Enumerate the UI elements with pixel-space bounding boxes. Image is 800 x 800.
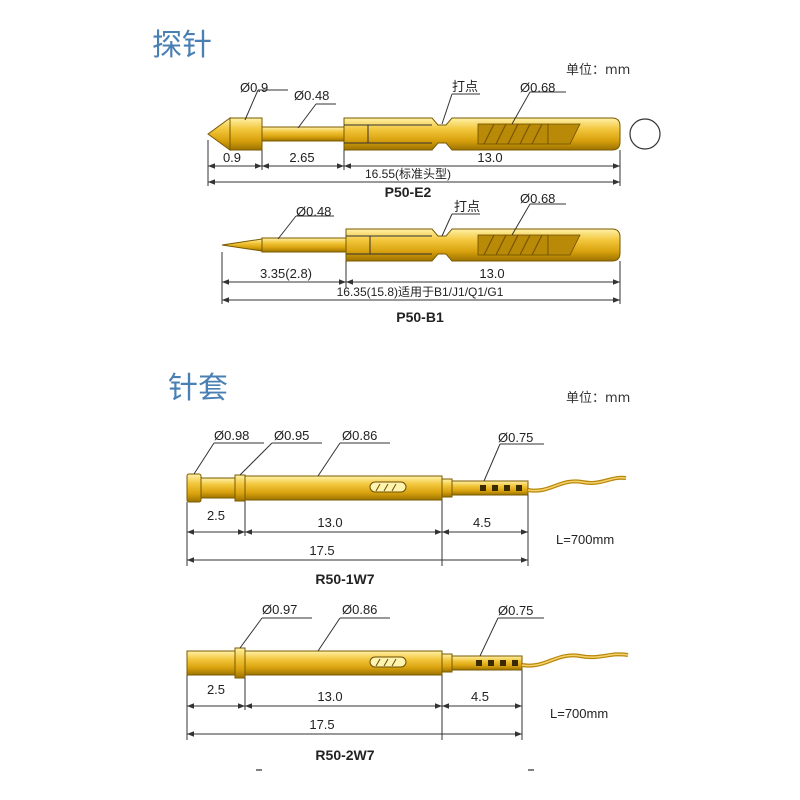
part-r501w7 xyxy=(186,473,627,503)
r501w7-dimensions: 2.5 13.0 4.5 17.5 L=700mm R50-1W7 xyxy=(186,495,614,587)
r501w7-wire-length: L=700mm xyxy=(556,532,614,547)
r501w7-name: R50-1W7 xyxy=(315,571,374,587)
r502w7-wire-length: L=700mm xyxy=(550,706,608,721)
r502w7-dia-3: Ø0.75 xyxy=(498,603,533,618)
p50e2-dim-total: 16.55(标准头型) xyxy=(365,167,451,181)
p50e2-mark: 打点 xyxy=(452,79,478,94)
p50e2-dim-barrel: 13.0 xyxy=(477,150,502,165)
p50b1-dim-total: 16.35(15.8)适用于B1/J1/Q1/G1 xyxy=(337,285,504,299)
r501w7-tail xyxy=(451,480,529,496)
p50b1-dim-barrel: 13.0 xyxy=(479,266,504,281)
p50b1-shaft xyxy=(261,237,347,253)
section-title-sleeve: 针套 xyxy=(168,371,228,406)
r502w7-head xyxy=(186,650,236,676)
p50e2-callouts: Ø0.9 Ø0.48 打点 Ø0.68 xyxy=(240,79,566,129)
r502w7-ring xyxy=(234,647,246,679)
r502w7-tail xyxy=(451,655,523,671)
p50b1-name: P50-B1 xyxy=(396,309,444,325)
r502w7-slot xyxy=(369,656,407,668)
p50b1-dia-1: Ø0.48 xyxy=(296,204,331,219)
r502w7-dia-1: Ø0.97 xyxy=(262,602,297,617)
p50e2-name: P50-E2 xyxy=(385,184,432,200)
r501w7-dim-total: 17.5 xyxy=(309,543,334,558)
p50e2-dia-1: Ø0.9 xyxy=(240,80,268,95)
r502w7-dimensions: 2.5 13.0 4.5 17.5 L=700mm R50-2W7 xyxy=(186,670,608,763)
r501w7-dim-c: 4.5 xyxy=(473,515,491,530)
p50e2-dim-head: 0.9 xyxy=(223,150,241,165)
r501w7-callouts: Ø0.98 Ø0.95 Ø0.86 Ø0.75 xyxy=(193,428,544,482)
p50b1-mark: 打点 xyxy=(454,199,480,214)
unit-label-probe: 单位：mm xyxy=(566,63,630,78)
r501w7-dia-2: Ø0.95 xyxy=(274,428,309,443)
r502w7-callouts: Ø0.97 Ø0.86 Ø0.75 xyxy=(239,602,544,657)
part-r502w7 xyxy=(186,647,629,679)
p50e2-tip xyxy=(207,117,231,151)
p50e2-dimensions: 0.9 2.65 13.0 16.55(标准头型) P50-E2 xyxy=(207,140,621,200)
r501w7-dia-1: Ø0.98 xyxy=(214,428,249,443)
part-p50b1 xyxy=(221,228,621,262)
p50b1-tip xyxy=(221,238,263,252)
r502w7-dim-total: 17.5 xyxy=(309,717,334,732)
r502w7-dia-2: Ø0.86 xyxy=(342,602,377,617)
p50e2-head xyxy=(229,117,263,151)
r501w7-body xyxy=(244,475,443,501)
r502w7-dim-b: 13.0 xyxy=(317,689,342,704)
r501w7-dim-b: 13.0 xyxy=(317,515,342,530)
p50e2-dia-2: Ø0.48 xyxy=(294,88,329,103)
part-p50e2 xyxy=(207,117,661,151)
r502w7-name: R50-2W7 xyxy=(315,747,374,763)
r502w7-dim-a: 2.5 xyxy=(207,682,225,697)
p50e2-end-view xyxy=(629,118,661,150)
r501w7-flange xyxy=(186,473,202,503)
p50e2-dim-shaft: 2.65 xyxy=(289,150,314,165)
p50e2-shaft xyxy=(261,126,345,142)
r501w7-neck xyxy=(200,477,236,499)
r501w7-slot xyxy=(369,481,407,493)
p50b1-callouts: Ø0.48 打点 Ø0.68 xyxy=(277,191,566,240)
r501w7-dia-4: Ø0.75 xyxy=(498,430,533,445)
unit-label-sleeve: 单位：mm xyxy=(566,391,630,406)
r502w7-dim-c: 4.5 xyxy=(471,689,489,704)
p50b1-dim-tip: 3.35(2.8) xyxy=(260,266,312,281)
r501w7-ring xyxy=(234,474,246,502)
p50b1-dimensions: 3.35(2.8) 13.0 16.35(15.8)适用于B1/J1/Q1/G1… xyxy=(221,252,621,325)
section-title-probe: 探针 xyxy=(152,28,212,63)
r502w7-body xyxy=(244,650,443,676)
p50e2-dia-3: Ø0.68 xyxy=(520,80,555,95)
r501w7-dim-a: 2.5 xyxy=(207,508,225,523)
r501w7-dia-3: Ø0.86 xyxy=(342,428,377,443)
p50b1-dia-2: Ø0.68 xyxy=(520,191,555,206)
